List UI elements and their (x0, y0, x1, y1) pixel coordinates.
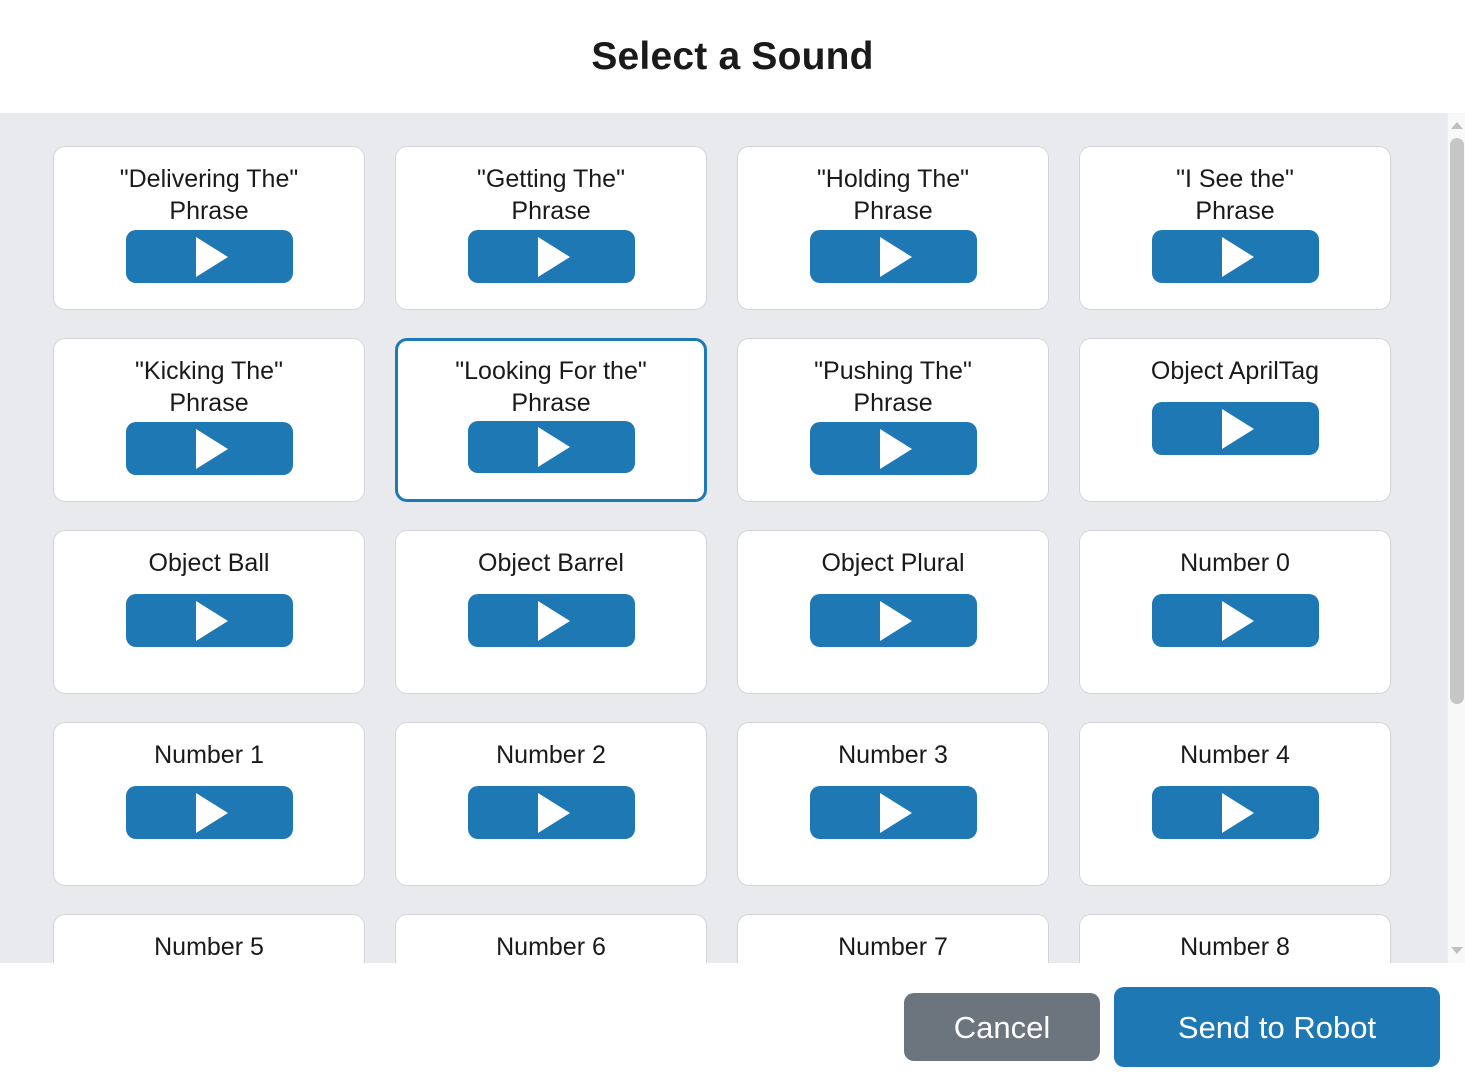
play-icon (880, 600, 912, 641)
sound-card[interactable]: Object Ball (53, 530, 365, 694)
play-icon (538, 427, 570, 467)
sound-card-title: Number 8 (1180, 933, 1290, 961)
play-button[interactable] (1151, 230, 1319, 283)
sound-card[interactable]: "Looking For the" Phrase (395, 338, 707, 502)
play-icon (196, 600, 228, 641)
sound-card[interactable]: Number 7 (737, 914, 1049, 963)
sound-card-title: Object AprilTag (1150, 357, 1320, 385)
dialog-header: Select a Sound (0, 0, 1465, 113)
cancel-button[interactable]: Cancel (904, 993, 1100, 1061)
play-button[interactable] (1151, 786, 1319, 839)
dialog-footer: Cancel Send to Robot (0, 963, 1465, 1091)
play-button[interactable] (125, 230, 293, 283)
play-icon (538, 600, 570, 641)
sound-card[interactable]: Number 8 (1079, 914, 1391, 963)
sound-card[interactable]: "Holding The" Phrase (737, 146, 1049, 310)
sound-card[interactable]: Object AprilTag (1079, 338, 1391, 502)
sound-card-title: "Getting The" Phrase (477, 165, 625, 225)
sound-card-title: "Holding The" Phrase (816, 165, 970, 225)
sound-card[interactable]: "Pushing The" Phrase (737, 338, 1049, 502)
play-button[interactable] (809, 594, 977, 647)
play-icon (880, 792, 912, 833)
sound-card[interactable]: "I See the" Phrase (1079, 146, 1391, 310)
sound-card[interactable]: Number 3 (737, 722, 1049, 886)
play-button[interactable] (125, 786, 293, 839)
play-icon (880, 428, 912, 469)
sound-card[interactable]: Number 2 (395, 722, 707, 886)
sound-card-title: "Pushing The" Phrase (814, 357, 972, 417)
play-icon (1222, 600, 1254, 641)
sound-card-title: Number 7 (838, 933, 948, 961)
sound-card-title: Number 1 (154, 741, 264, 769)
play-button[interactable] (125, 594, 293, 647)
play-button[interactable] (467, 230, 635, 283)
play-button[interactable] (467, 594, 635, 647)
play-icon (196, 428, 228, 469)
page-title: Select a Sound (591, 35, 874, 78)
sound-card[interactable]: Object Barrel (395, 530, 707, 694)
sound-grid: "Delivering The" Phrase "Getting The" Phr… (0, 113, 1447, 963)
send-to-robot-button[interactable]: Send to Robot (1114, 987, 1440, 1067)
sound-card-title: Object Plural (821, 549, 965, 577)
sound-card[interactable]: Number 1 (53, 722, 365, 886)
sound-card-title: "Kicking The" Phrase (135, 357, 283, 417)
play-icon (1222, 236, 1254, 277)
sound-card[interactable]: Number 6 (395, 914, 707, 963)
sound-card[interactable]: Number 5 (53, 914, 365, 963)
scroll-up-button[interactable] (1448, 116, 1465, 134)
play-button[interactable] (1151, 402, 1319, 455)
scrollbar-thumb[interactable] (1450, 138, 1464, 704)
sound-card-title: Number 2 (496, 741, 606, 769)
play-icon (196, 792, 228, 833)
sound-card[interactable]: "Delivering The" Phrase (53, 146, 365, 310)
play-button[interactable] (809, 422, 977, 475)
sound-card-title: Object Barrel (478, 549, 624, 577)
sound-card[interactable]: "Getting The" Phrase (395, 146, 707, 310)
chevron-up-icon (1451, 121, 1463, 129)
play-button[interactable] (467, 421, 635, 473)
sound-card-title: Number 0 (1180, 549, 1290, 577)
sound-list-scroll-area: "Delivering The" Phrase "Getting The" Phr… (0, 113, 1465, 963)
sound-card-title: "Looking For the" Phrase (455, 357, 647, 417)
sound-card-title: Number 6 (496, 933, 606, 961)
chevron-down-icon (1451, 946, 1463, 954)
play-button[interactable] (467, 786, 635, 839)
play-icon (1222, 408, 1254, 449)
sound-card-title: Object Ball (148, 549, 270, 577)
play-button[interactable] (125, 422, 293, 475)
play-button[interactable] (1151, 594, 1319, 647)
sound-card-title: "I See the" Phrase (1176, 165, 1294, 225)
sound-card[interactable]: Number 4 (1079, 722, 1391, 886)
vertical-scrollbar[interactable] (1447, 113, 1465, 963)
sound-card-title: Number 4 (1180, 741, 1290, 769)
sound-card[interactable]: Object Plural (737, 530, 1049, 694)
play-button[interactable] (809, 786, 977, 839)
play-icon (196, 236, 228, 277)
play-button[interactable] (809, 230, 977, 283)
sound-card[interactable]: "Kicking The" Phrase (53, 338, 365, 502)
play-icon (538, 792, 570, 833)
play-icon (880, 236, 912, 277)
sound-card-title: "Delivering The" Phrase (119, 165, 299, 225)
scroll-down-button[interactable] (1448, 941, 1465, 959)
play-icon (538, 236, 570, 277)
play-icon (1222, 792, 1254, 833)
sound-card-title: Number 3 (838, 741, 948, 769)
sound-card-title: Number 5 (154, 933, 264, 961)
sound-card[interactable]: Number 0 (1079, 530, 1391, 694)
send-to-robot-wrapper: Send to Robot (1114, 987, 1440, 1067)
